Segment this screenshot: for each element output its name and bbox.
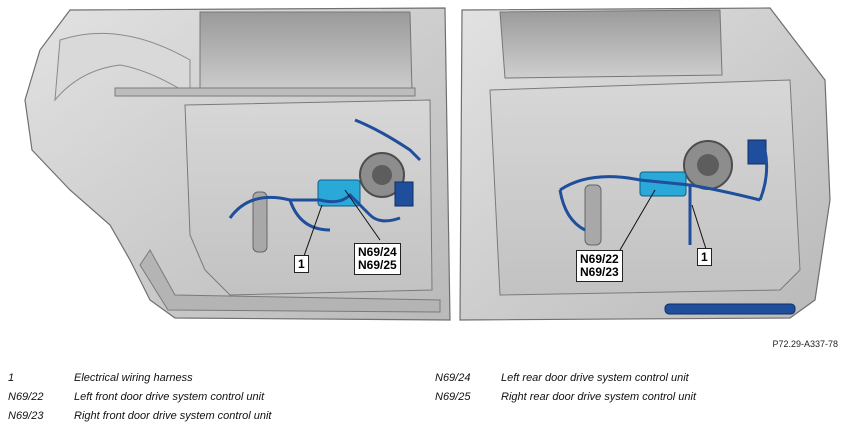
legend-code: N69/22	[8, 391, 44, 403]
legend-code: 1	[8, 372, 15, 384]
callout-rear-units: N69/24 N69/25	[354, 243, 401, 275]
rear-window-rail	[114, 87, 416, 97]
callout-n69-23: N69/23	[580, 265, 619, 279]
callout-n69-25: N69/25	[358, 258, 397, 272]
door-sill-actuator	[664, 303, 796, 315]
callout-harness-rear-door: 1	[294, 255, 309, 273]
callout-leaders	[303, 189, 707, 257]
rear-door-lower-frame	[139, 249, 441, 313]
callout-n69-24: N69/24	[358, 245, 397, 259]
legend-text: Electrical wiring harness	[74, 372, 193, 384]
door-illustration	[24, 7, 831, 321]
rear-wiring-harness	[228, 118, 422, 232]
legend-code: N69/24	[435, 372, 471, 384]
front-window-glass	[499, 9, 723, 79]
rear-window-motor	[252, 191, 268, 253]
legend-code: N69/25	[435, 391, 471, 403]
legend-text: Left front door drive system control uni…	[74, 391, 265, 403]
figure-code: P72.29-A337-78	[772, 339, 838, 349]
front-window-motor	[584, 184, 602, 246]
rear-control-unit-shape	[317, 179, 361, 207]
legend-text: Right front door drive system control un…	[74, 410, 272, 422]
callout-front-units: N69/22 N69/23	[576, 250, 623, 282]
legend-code: N69/23	[8, 410, 44, 422]
callout-n69-22: N69/22	[580, 252, 619, 266]
rear-speaker-cone	[372, 165, 392, 185]
front-door	[459, 7, 831, 321]
rear-lock-module	[394, 181, 414, 207]
callout-harness-front-door: 1	[697, 248, 712, 266]
rear-door-trim-frame	[54, 32, 191, 102]
legend-text: Right rear door drive system control uni…	[501, 391, 697, 403]
legend-text: Left rear door drive system control unit	[501, 372, 689, 384]
front-wiring-harness	[558, 149, 769, 245]
front-speaker-cone	[697, 154, 719, 176]
rear-door	[24, 7, 451, 321]
